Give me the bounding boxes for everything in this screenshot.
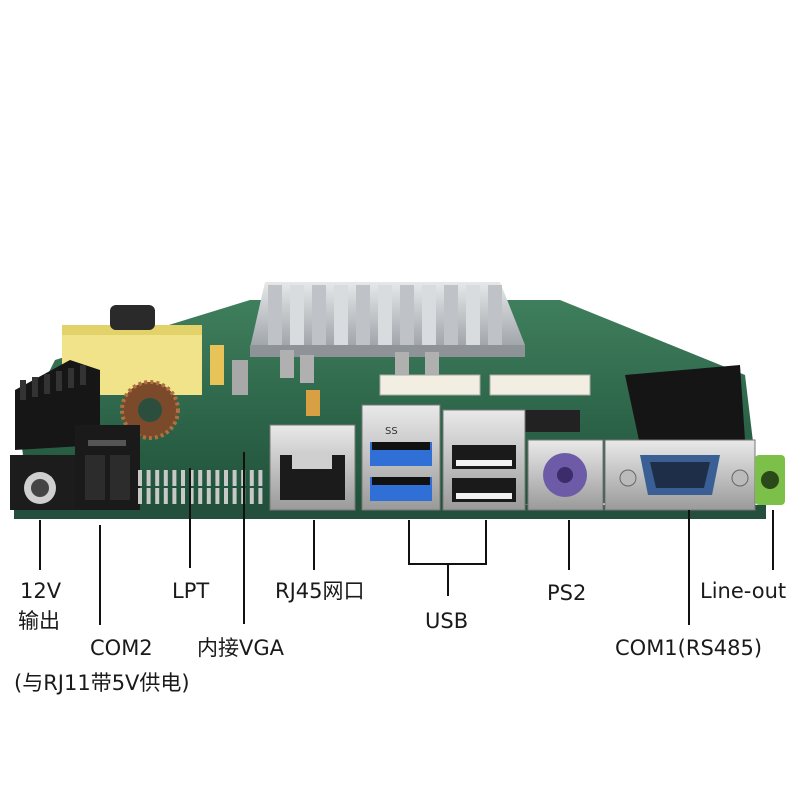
header-pin xyxy=(172,488,177,504)
mini-pcie-slots xyxy=(379,374,591,396)
heatsink-fin xyxy=(334,285,348,345)
dc-jack xyxy=(10,455,75,510)
heatsink-fin xyxy=(268,285,282,345)
label-rj45: RJ45网口 xyxy=(275,579,365,603)
terminal-ridge xyxy=(80,365,86,385)
header-pin xyxy=(232,488,237,504)
com1-db9-port xyxy=(604,439,756,511)
header-pin xyxy=(224,470,228,486)
header-pin xyxy=(138,470,142,486)
transformer xyxy=(62,305,202,395)
leader-com2 xyxy=(99,525,101,625)
header-pin xyxy=(198,470,203,486)
leader-usb-left xyxy=(408,520,410,565)
header-pin xyxy=(198,488,203,504)
leader-com1 xyxy=(688,510,690,625)
header-pin xyxy=(155,470,160,486)
heatsink-fin xyxy=(356,285,370,345)
heatsink-fin xyxy=(488,285,502,345)
label-12v: 12V xyxy=(20,579,62,603)
header-pin xyxy=(249,488,254,504)
leader-usb-right xyxy=(485,520,487,565)
header-pin xyxy=(206,470,211,486)
label-com2-note: (与RJ11带5V供电) xyxy=(14,671,190,695)
terminal-ridge xyxy=(68,368,74,388)
header-pin xyxy=(258,488,263,504)
capacitors xyxy=(210,345,439,416)
heatsink xyxy=(250,282,525,357)
header-pin xyxy=(189,488,194,504)
label-lpt: LPT xyxy=(172,579,210,603)
leader-ps2 xyxy=(568,520,570,570)
terminal-ridge xyxy=(44,374,50,394)
header-pin xyxy=(206,488,211,504)
header-pin xyxy=(224,488,228,504)
header-pin xyxy=(138,488,142,504)
audio-line-out xyxy=(755,455,785,505)
leader-rj45 xyxy=(313,520,315,570)
label-line-out: Line-out xyxy=(700,579,787,603)
label-vga: 内接VGA xyxy=(197,636,285,660)
leader-line-out xyxy=(772,510,774,570)
heatsink-fin xyxy=(422,285,436,345)
toroid-inductor xyxy=(120,380,180,440)
leader-vga xyxy=(243,452,245,624)
terminal-ridge xyxy=(56,371,62,391)
sata-connector xyxy=(625,365,745,445)
header-pin xyxy=(181,470,185,486)
header-pin xyxy=(215,488,220,504)
rj11-connector xyxy=(75,425,140,510)
header-pin xyxy=(155,488,160,504)
header-pin xyxy=(172,470,177,486)
heatsink-fin xyxy=(312,285,326,345)
header-pin xyxy=(215,470,220,486)
chip xyxy=(520,410,580,432)
terminal-ridge xyxy=(32,377,38,397)
header-pin xyxy=(232,470,237,486)
leader-usb-down xyxy=(447,563,449,596)
heatsink-fin xyxy=(466,285,480,345)
heatsink-fin xyxy=(444,285,458,345)
header-pin xyxy=(146,470,151,486)
ps2-port xyxy=(527,439,604,511)
header-pin xyxy=(146,488,151,504)
heatsink-fin xyxy=(400,285,414,345)
usb3-stack: SS xyxy=(361,404,441,511)
label-com1: COM1(RS485) xyxy=(615,636,763,660)
usb3-logo: SS xyxy=(385,426,398,437)
header-pin xyxy=(249,470,254,486)
leader-12v xyxy=(39,520,41,570)
heatsink-fin xyxy=(290,285,304,345)
heatsink-fin xyxy=(378,285,392,345)
header-pin xyxy=(189,470,194,486)
label-com2: COM2 xyxy=(90,636,153,660)
rj45-port xyxy=(269,424,356,511)
label-ps2: PS2 xyxy=(547,581,587,605)
leader-lpt xyxy=(189,468,191,568)
usb2-stack xyxy=(442,409,526,511)
pin-headers xyxy=(138,470,263,504)
header-pin xyxy=(258,470,263,486)
header-pin xyxy=(181,488,185,504)
label-usb: USB xyxy=(425,609,469,633)
label-12v-output: 输出 xyxy=(18,609,60,633)
header-pin xyxy=(163,470,168,486)
header-pin xyxy=(163,488,168,504)
terminal-ridge xyxy=(20,380,26,400)
